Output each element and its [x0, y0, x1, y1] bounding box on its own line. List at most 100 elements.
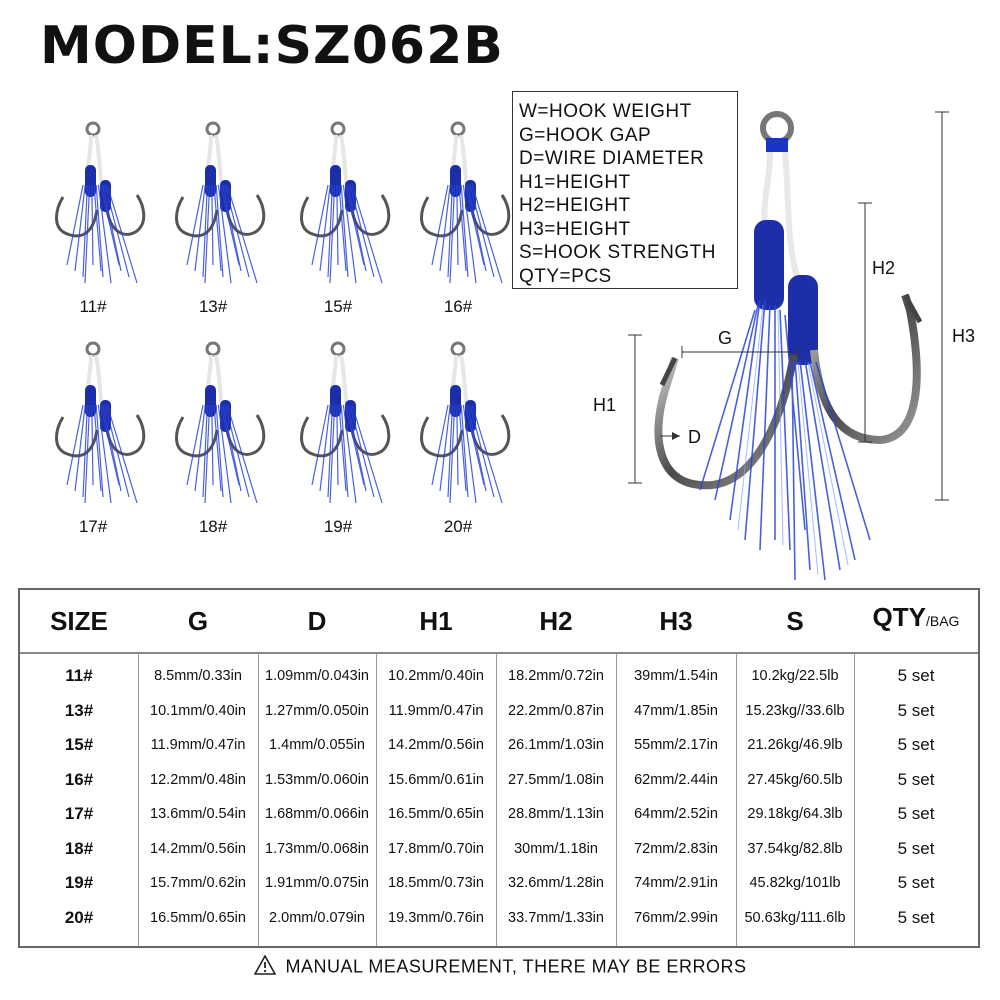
hook-size-label: 18#: [198, 517, 228, 536]
hook-dimension-diagram: G D H1 H2 H3: [580, 100, 980, 595]
assist-hook-icon: [300, 341, 391, 504]
cell-h1: 16.5mm/0.65in: [388, 806, 484, 822]
cell-g: 16.5mm/0.65in: [150, 909, 246, 926]
assist-hook-icon: [175, 121, 266, 284]
legend-item: S=HOOK STRENGTH: [519, 242, 716, 263]
cell-s: 15.23kg//33.6lb: [745, 702, 845, 719]
dim-label-d: D: [688, 427, 701, 447]
measurement-disclaimer: MANUAL MEASUREMENT, THERE MAY BE ERRORS: [0, 954, 1000, 980]
cell-size: 18#: [64, 838, 94, 858]
header-size: SIZE: [50, 606, 108, 636]
hook-size-label: 13#: [198, 297, 228, 316]
hook-thumbnail: [410, 335, 520, 525]
cell-d: 1.73mm/0.068in: [265, 840, 369, 857]
hook-size-label: 15#: [323, 297, 353, 316]
cell-qty: 5 set: [897, 700, 935, 720]
header-qty-unit: /BAG: [925, 613, 960, 629]
assist-hook-icon: [420, 341, 511, 504]
cell-h2: 32.6mm/1.28in: [508, 875, 604, 891]
cell-size: 20#: [64, 907, 94, 927]
dim-label-h3: H3: [952, 326, 976, 346]
cell-h1: 19.3mm/0.76in: [388, 909, 484, 926]
warning-triangle-icon: [253, 954, 276, 980]
cell-h3: 62mm/2.44in: [634, 771, 718, 788]
cell-s: 29.18kg/64.3lb: [747, 806, 843, 822]
table-row: 13# 10.1mm/0.40in 1.27mm/0.050in 11.9mm/0.4…: [20, 695, 978, 729]
dim-label-h2: H2: [872, 258, 896, 278]
hook-thumbnail: [165, 335, 275, 525]
hook-thumbnail: [45, 115, 155, 305]
cell-size: 17#: [64, 804, 94, 823]
header-h3: H3: [659, 606, 693, 636]
legend-item: W=HOOK WEIGHT: [519, 101, 692, 122]
cell-h3: 72mm/2.83in: [634, 840, 718, 857]
cell-h2: 26.1mm/1.03in: [508, 737, 604, 753]
cell-h1: 10.2mm/0.40in: [388, 668, 484, 684]
hook-size-label: 17#: [78, 517, 108, 536]
table-header: SIZE G D H1 H2 H3 S QTY/BAG: [20, 590, 978, 654]
hook-thumbnail: [410, 115, 520, 305]
hook-size-label: 20#: [443, 517, 473, 536]
cell-size: 19#: [64, 873, 94, 892]
cell-h2: 27.5mm/1.08in: [508, 771, 604, 788]
cell-d: 1.53mm/0.060in: [265, 771, 369, 788]
cell-h1: 11.9mm/0.47in: [388, 702, 484, 719]
hook-thumbnail: [290, 335, 400, 525]
cell-h1: 15.6mm/0.61in: [388, 771, 484, 788]
header-divider: [20, 652, 978, 654]
hook-thumbnail: [45, 335, 155, 525]
cell-h3: 74mm/2.91in: [634, 875, 718, 891]
hook-thumbnail: [165, 115, 275, 305]
legend-item: H2=HEIGHT: [519, 195, 631, 216]
cell-g: 11.9mm/0.47in: [150, 737, 246, 753]
legend-item: H3=HEIGHT: [519, 218, 631, 240]
cell-g: 13.6mm/0.54in: [150, 806, 246, 822]
header-qty-label: QTY: [872, 602, 926, 632]
cell-g: 14.2mm/0.56in: [150, 840, 246, 857]
cell-d: 1.91mm/0.075in: [265, 875, 369, 891]
cell-d: 1.09mm/0.043in: [265, 668, 369, 684]
cell-h3: 64mm/2.52in: [634, 806, 718, 822]
cell-d: 1.68mm/0.066in: [265, 806, 369, 822]
cell-g: 8.5mm/0.33in: [154, 668, 242, 684]
hook-size-label: 16#: [443, 297, 473, 316]
legend-item: H1=HEIGHT: [519, 171, 631, 193]
cell-h3: 39mm/1.54in: [634, 668, 718, 684]
cell-s: 27.45kg/60.5lb: [747, 771, 843, 788]
column-divider: [258, 654, 259, 946]
cell-size: 13#: [64, 700, 94, 720]
footer-text: MANUAL MEASUREMENT, THERE MAY BE ERRORS: [285, 956, 747, 977]
assist-hook-icon: [420, 121, 511, 284]
cell-qty: 5 set: [897, 769, 935, 789]
cell-h2: 22.2mm/0.87in: [508, 702, 604, 719]
header-qty: QTY/BAG: [854, 602, 978, 633]
spec-table: SIZE G D H1 H2 H3 S QTY/BAG 11# 8.5mm/0.3…: [18, 588, 980, 948]
hook-size-label: 11#: [79, 297, 107, 316]
cell-d: 1.27mm/0.050in: [265, 702, 369, 719]
cell-g: 10.1mm/0.40in: [150, 702, 246, 719]
column-divider: [854, 654, 855, 946]
cell-h3: 47mm/1.85in: [634, 702, 718, 719]
legend-item: QTY=PCS: [519, 265, 612, 287]
hook-size-label: 19#: [323, 517, 353, 536]
cell-size: 15#: [64, 735, 94, 754]
model-title: MODEL:SZ062B: [40, 16, 504, 76]
header-g: G: [187, 606, 209, 636]
dim-label-g: G: [718, 328, 733, 348]
cell-h1: 14.2mm/0.56in: [388, 737, 484, 753]
cell-size: 16#: [64, 769, 94, 789]
legend-item: D=WIRE DIAMETER: [519, 148, 705, 169]
hook-thumbnail: [290, 115, 400, 305]
assist-hook-icon: [300, 121, 391, 284]
column-divider: [736, 654, 737, 946]
cell-qty: 5 set: [897, 873, 935, 892]
cell-size: 11#: [65, 666, 93, 685]
table-row: 17# 13.6mm/0.54in 1.68mm/0.066in 16.5mm/0.6…: [20, 798, 978, 832]
assist-hook-icon: [175, 341, 266, 504]
legend-item: G=HOOK GAP: [519, 124, 652, 146]
assist-hook-icon: [55, 121, 146, 284]
cell-h1: 18.5mm/0.73in: [388, 875, 484, 891]
